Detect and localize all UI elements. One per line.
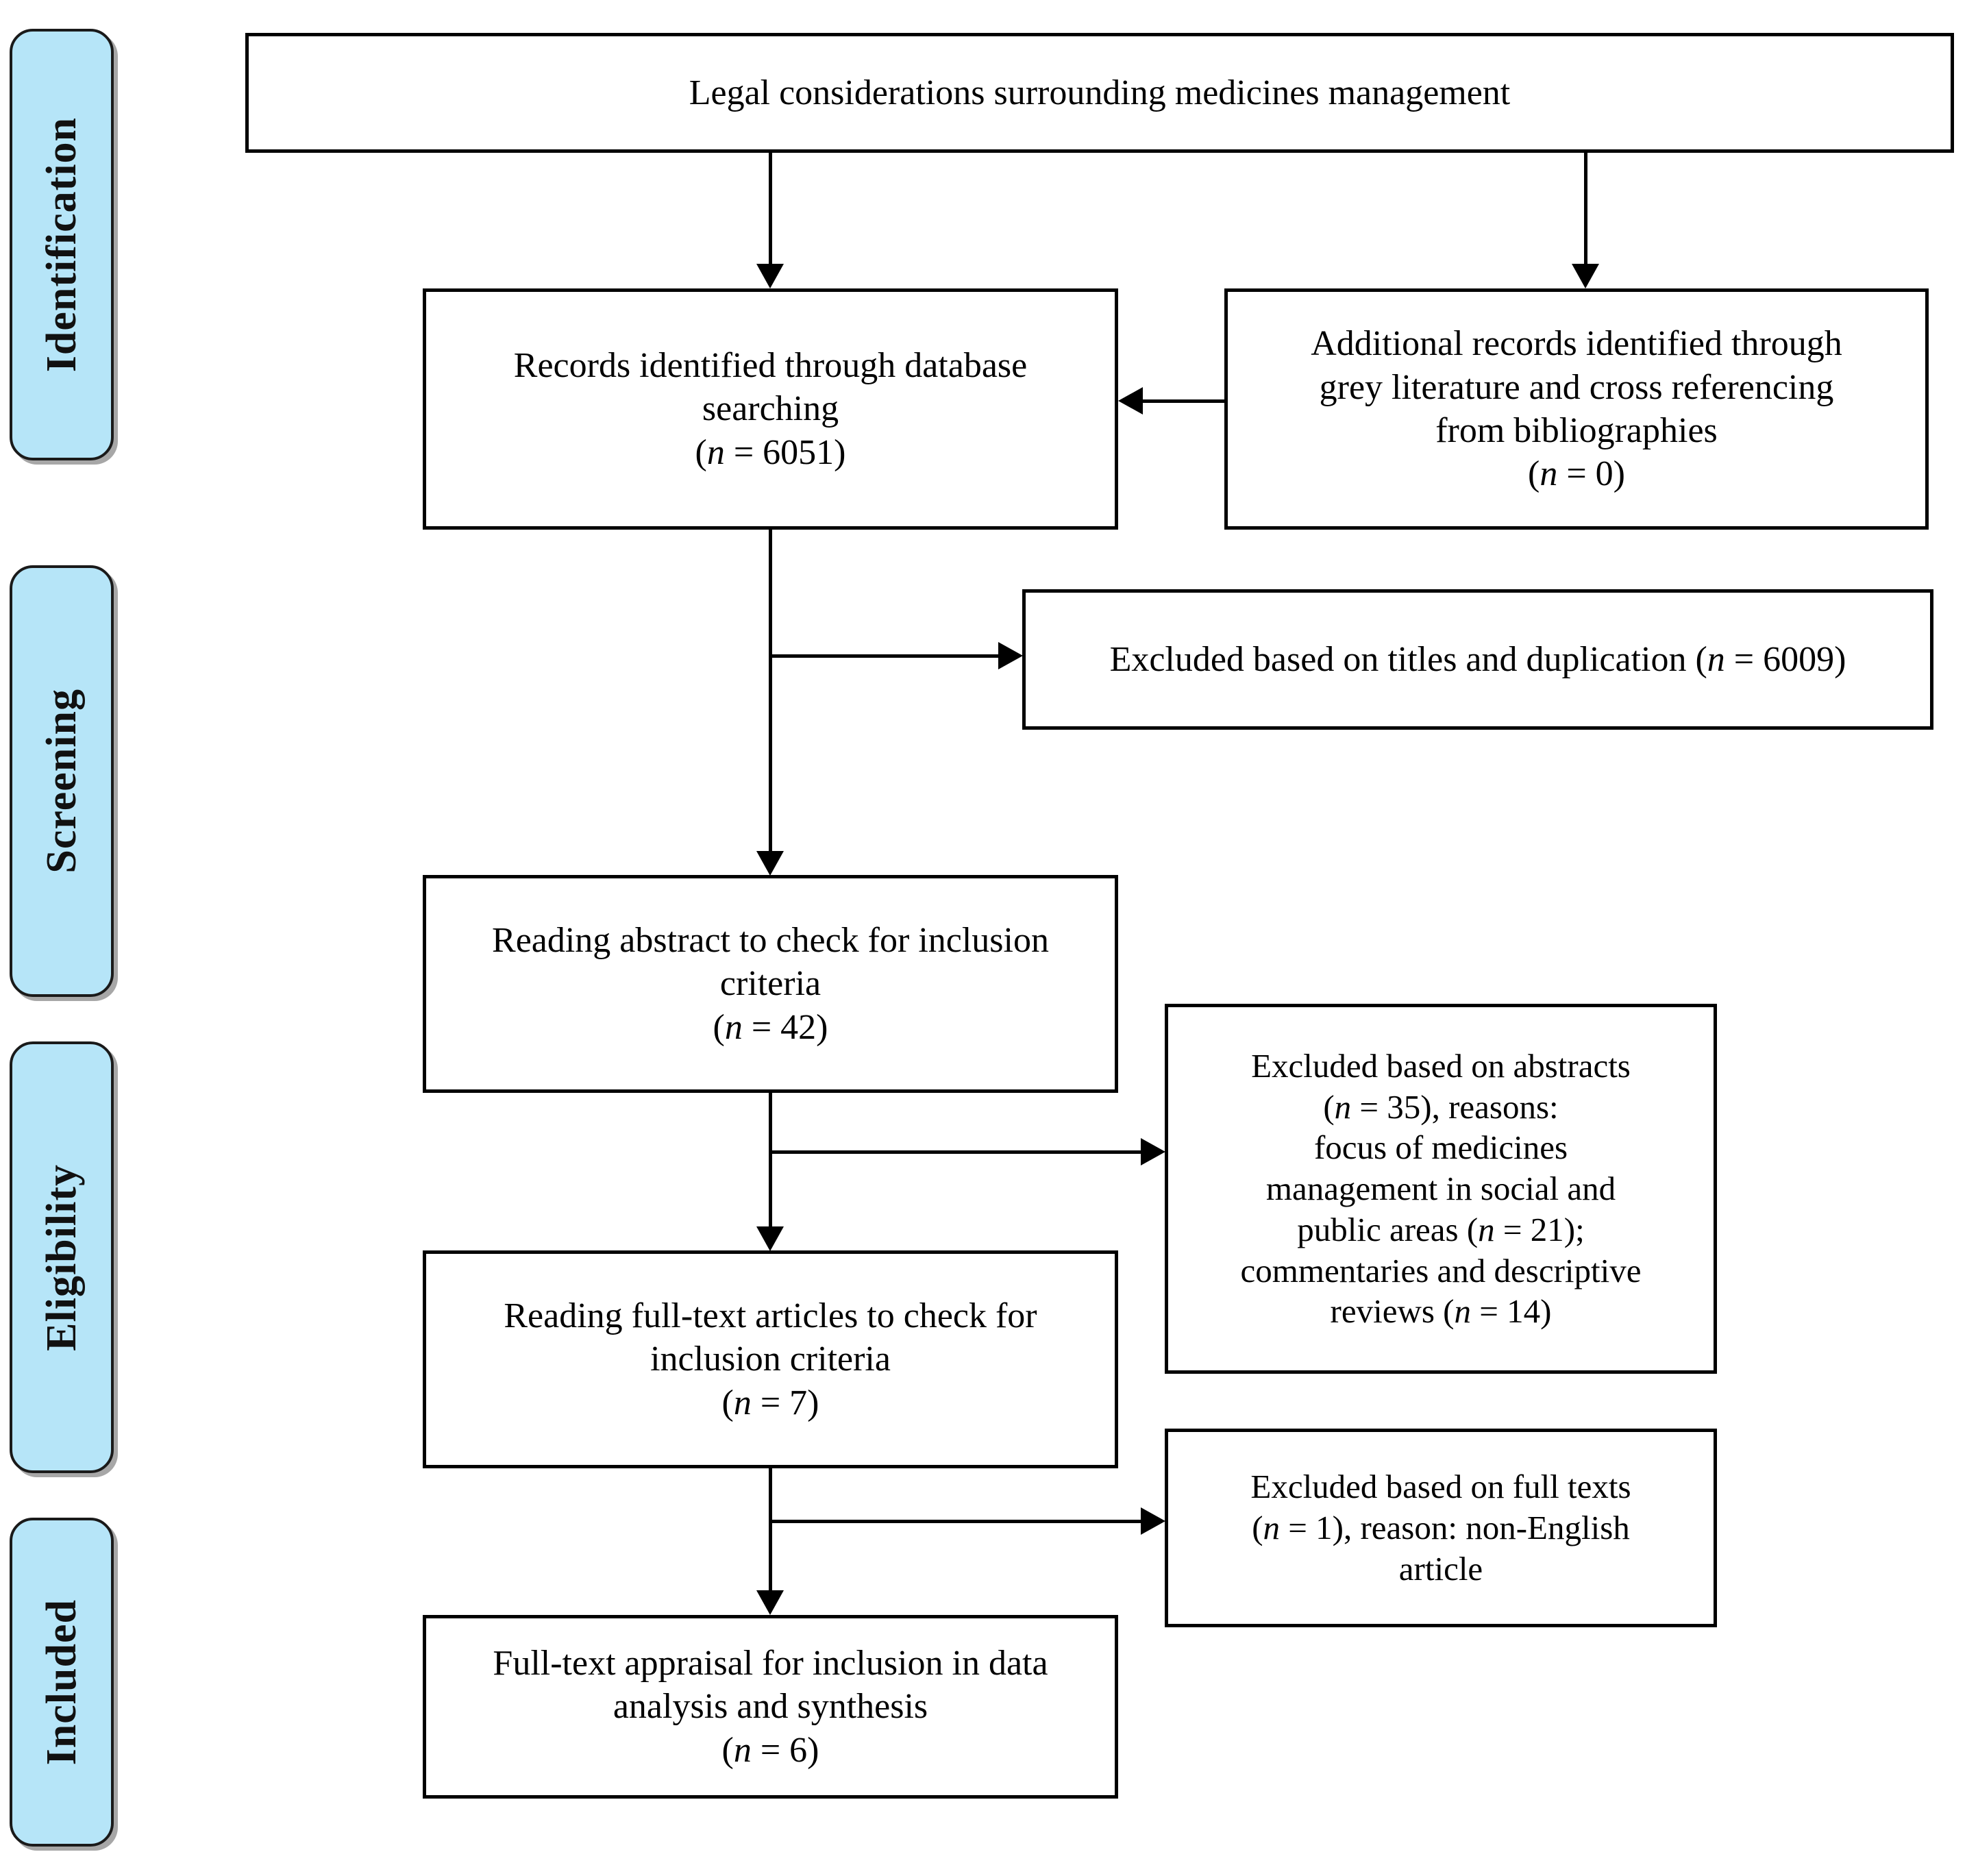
abs-line1: Reading abstract to check for inclusion [492,920,1049,960]
exc-titles-n: n [1707,639,1725,679]
add-n-prefix: ( [1528,454,1540,494]
arrowhead-abstract-to-fulltext [756,1226,784,1251]
box-reading-fulltext-text: Reading full-text articles to check for i… [504,1294,1037,1424]
stage-label-included: Included [38,1599,85,1766]
stage-pill-eligibility: Eligibility [10,1041,114,1473]
connector-to-excluded-fulltexts [770,1520,1143,1523]
connector-to-excluded-titles [770,654,1001,658]
arrowhead-fulltext-to-final [756,1590,784,1615]
exa-line2-pre: ( [1323,1087,1335,1126]
exa-line5-pre: public areas ( [1297,1210,1479,1248]
arrowhead-additional-to-database [1118,387,1143,415]
arrowhead-title-to-database [756,264,784,288]
connector-abstract-to-fulltext [769,1093,772,1226]
exc-titles-pre: Excluded based on titles and duplication… [1109,639,1707,679]
exa-line2-n: n [1334,1087,1352,1126]
connector-database-to-abstract [769,530,772,851]
box-title: Legal considerations surrounding medicin… [245,33,1954,153]
box-excluded-fulltexts: Excluded based on full texts(n = 1), rea… [1165,1429,1717,1627]
abs-line2: criteria [719,964,821,1004]
stage-label-eligibility: Eligibility [38,1163,85,1351]
box-title-text: Legal considerations surrounding medicin… [689,73,1511,112]
ft-n-prefix: ( [721,1383,734,1422]
exa-line6: commentaries and descriptive [1240,1251,1642,1289]
exa-line3: focus of medicines [1313,1128,1568,1167]
fin-n-value: = 6) [751,1730,819,1770]
exa-line5-n: n [1478,1210,1495,1248]
box-excluded-fulltexts-text: Excluded based on full texts(n = 1), rea… [1250,1466,1631,1589]
box-reading-fulltext: Reading full-text articles to check for i… [423,1250,1118,1468]
abs-n-value: = 42) [742,1007,828,1047]
arrowhead-database-to-abstract [756,851,784,876]
connector-to-excluded-abstracts [770,1150,1143,1154]
arrowhead-to-excluded-fulltexts [1141,1507,1165,1535]
ft-line1: Reading full-text articles to check for [504,1296,1037,1335]
add-line2: grey literature and cross referencing [1319,367,1834,407]
arrowhead-to-excluded-abstracts [1141,1138,1165,1165]
box-final-appraisal: Full-text appraisal for inclusion in dat… [423,1615,1118,1799]
ft-line2: inclusion criteria [650,1340,891,1379]
fin-n-symbol: n [733,1730,752,1770]
connector-title-to-additional [1584,153,1587,264]
add-n-value: = 0) [1557,454,1625,494]
exf-line2-pre: ( [1252,1509,1263,1547]
exf-line1: Excluded based on full texts [1250,1468,1631,1506]
connector-title-to-database [769,153,772,264]
add-line1: Additional records identified through [1311,324,1842,364]
db-line2: searching [702,389,839,429]
fin-line2: analysis and synthesis [613,1687,928,1727]
fin-line1: Full-text appraisal for inclusion in dat… [493,1643,1048,1683]
ft-n-value: = 7) [751,1383,819,1422]
exa-line2-post: = 35), reasons: [1351,1087,1559,1126]
stage-label-screening: Screening [38,689,85,874]
abs-n-symbol: n [724,1007,743,1047]
db-n-symbol: n [706,432,725,472]
fin-n-prefix: ( [721,1730,734,1770]
add-line3: from bibliographies [1435,411,1718,450]
exf-line2-n: n [1263,1509,1281,1547]
stage-pill-screening: Screening [10,565,114,997]
connector-fulltext-to-final [769,1468,772,1590]
exf-line2-post: = 1), reason: non-English [1280,1509,1630,1547]
box-excluded-abstracts-text: Excluded based on abstracts(n = 35), rea… [1240,1046,1641,1332]
db-n-prefix: ( [695,432,707,472]
box-excluded-titles-text: Excluded based on titles and duplication… [1110,638,1846,681]
exf-line3: article [1398,1549,1483,1588]
exa-line7-n: n [1454,1292,1472,1331]
box-excluded-abstracts: Excluded based on abstracts(n = 35), rea… [1165,1004,1717,1374]
exc-titles-post: = 6009) [1724,639,1846,679]
stage-pill-included: Included [10,1518,114,1847]
box-final-appraisal-text: Full-text appraisal for inclusion in dat… [493,1642,1048,1772]
db-line1: Records identified through database [513,345,1028,385]
exa-line1: Excluded based on abstracts [1251,1046,1631,1085]
db-n-value: = 6051) [724,432,846,472]
exa-line4: management in social and [1265,1170,1616,1208]
abs-n-prefix: ( [713,1007,725,1047]
stage-label-identification: Identification [38,116,85,373]
arrowhead-to-excluded-titles [998,642,1023,669]
box-excluded-titles: Excluded based on titles and duplication… [1022,589,1933,730]
exa-line7-post: = 14) [1471,1292,1552,1331]
arrowhead-title-to-additional [1572,264,1599,288]
connector-additional-to-database [1143,399,1226,403]
exa-line7-pre: reviews ( [1330,1292,1455,1331]
exa-line5-post: = 21); [1494,1210,1585,1248]
add-n-symbol: n [1540,454,1558,494]
stage-pill-identification: Identification [10,29,114,460]
ft-n-symbol: n [733,1383,752,1422]
